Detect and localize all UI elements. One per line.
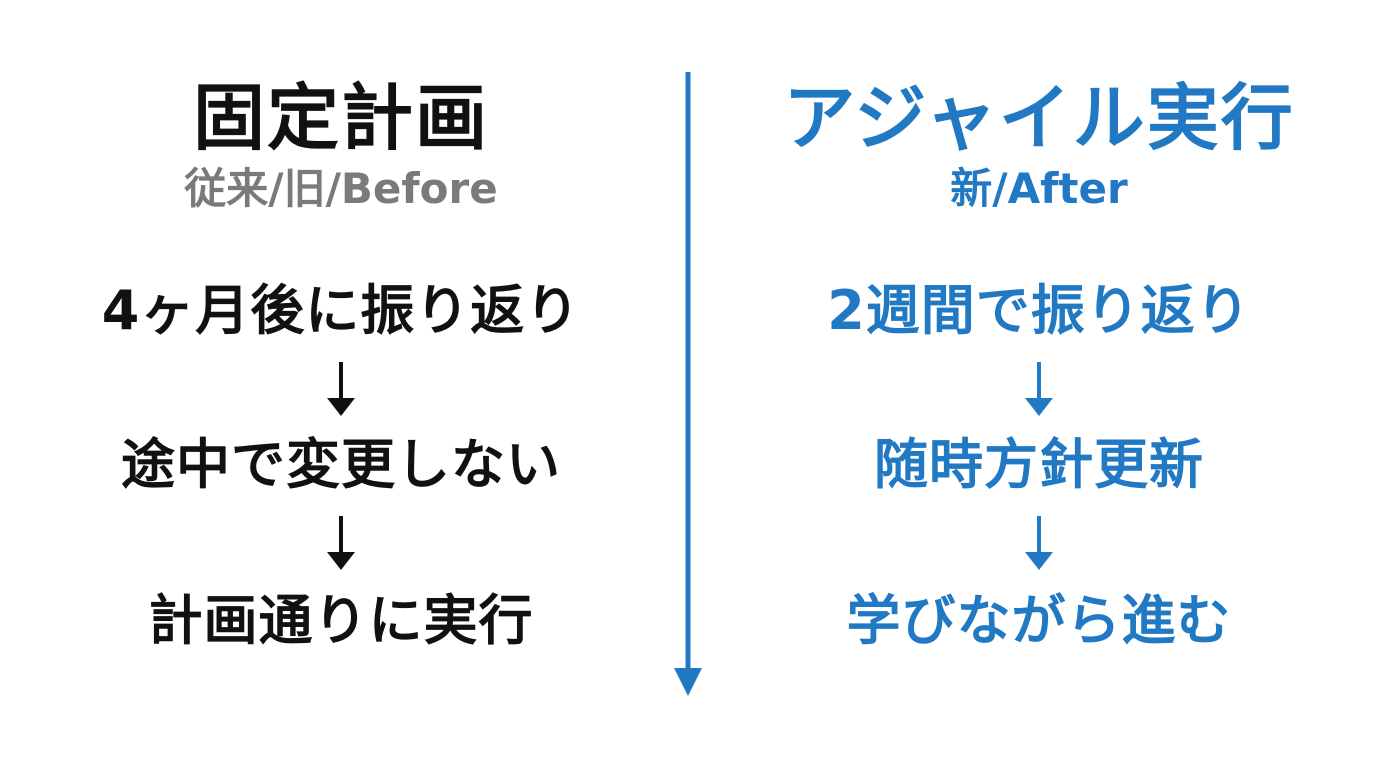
- vertical-arrow-divider-icon: [671, 72, 705, 698]
- before-column: 固定計画 従来/旧/Before 4ヶ月後に振り返り 途中で変更しない 計画通り…: [61, 0, 621, 768]
- arrow-down-icon: [324, 362, 358, 418]
- before-subtitle: 従来/旧/Before: [184, 164, 498, 213]
- arrow-down-icon: [324, 516, 358, 572]
- arrow-down-icon: [1022, 516, 1056, 572]
- before-step-1: 4ヶ月後に振り返り: [101, 279, 581, 342]
- after-step-3: 学びながら進む: [846, 589, 1232, 652]
- before-title: 固定計画: [192, 76, 489, 160]
- arrow-down-icon: [1022, 362, 1056, 418]
- after-step-2: 随時方針更新: [874, 433, 1204, 496]
- after-title: アジャイル実行: [783, 76, 1295, 160]
- before-step-3: 計画通りに実行: [148, 589, 534, 652]
- after-step-1: 2週間で振り返り: [827, 279, 1251, 342]
- after-column: アジャイル実行 新/After 2週間で振り返り 随時方針更新 学びながら進む: [759, 0, 1319, 768]
- after-subtitle: 新/After: [950, 164, 1128, 213]
- before-step-2: 途中で変更しない: [121, 433, 561, 496]
